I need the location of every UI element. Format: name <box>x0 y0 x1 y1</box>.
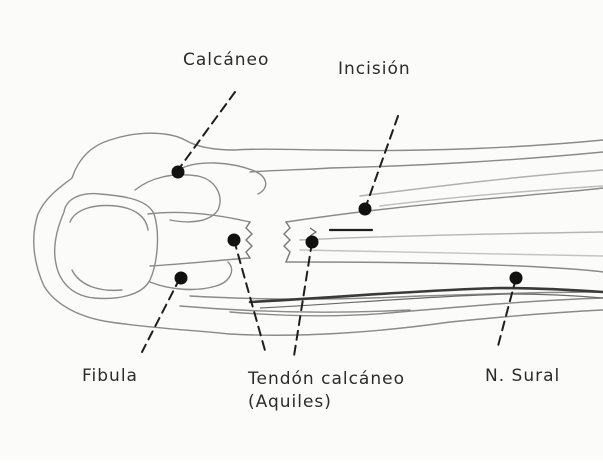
label-incision: Incisión <box>338 59 411 79</box>
tendon-distal <box>286 188 603 222</box>
marker-incision <box>359 203 372 216</box>
leader-fibula <box>142 278 180 352</box>
label-tendon-line2: (Aquiles) <box>248 391 405 414</box>
label-sural: N. Sural <box>485 366 560 386</box>
calcaneus-outline <box>55 194 158 299</box>
marker-fibula <box>175 272 188 285</box>
label-tendon: Tendón calcáneo (Aquiles) <box>248 368 405 414</box>
marker-tendon-right <box>306 236 319 249</box>
label-fibula: Fibula <box>82 366 138 386</box>
leader-calcaneo <box>178 92 235 170</box>
marker-tendon-left <box>228 234 241 247</box>
label-tendon-line1: Tendón calcáneo <box>248 368 405 391</box>
marker-calcaneo <box>172 166 185 179</box>
limb-outline-inner <box>250 152 603 172</box>
label-calcaneo: Calcáneo <box>183 50 269 70</box>
marker-sural <box>510 272 523 285</box>
